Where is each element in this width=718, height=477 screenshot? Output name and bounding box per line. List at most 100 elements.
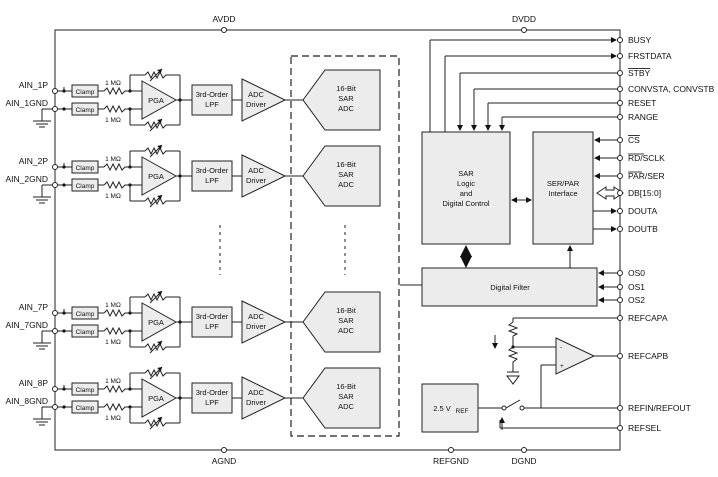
digital-filter-block: [421, 267, 598, 307]
convst-pin: [617, 86, 623, 92]
lpf-label: 3rd-Order: [196, 90, 229, 99]
channel-gnd-label: AIN_7GND: [5, 320, 48, 330]
adc-label: ADC: [338, 180, 354, 189]
adc-label: SAR: [338, 170, 354, 179]
adc-label: SAR: [338, 316, 354, 325]
clamp-label: Clamp: [76, 107, 95, 114]
os1-label: OS1: [628, 282, 645, 292]
frstdata-pin: [617, 53, 623, 59]
adc-group-border: [290, 55, 400, 437]
lpf-label: LPF: [205, 398, 219, 407]
os0-pin: [617, 270, 623, 276]
avdd-pin: [221, 27, 227, 33]
clamp-label: Clamp: [76, 387, 95, 394]
adc-label: 16-Bit: [336, 84, 357, 93]
adc-label: 16-Bit: [336, 160, 357, 169]
adc-label: SAR: [338, 94, 354, 103]
busy-pin: [617, 37, 623, 43]
rd-pin: [617, 155, 623, 161]
resistor-label: 1 MΩ: [105, 415, 121, 422]
lpf-label: LPF: [205, 100, 219, 109]
driver-label: Driver: [246, 176, 267, 185]
chip-outline: [54, 29, 621, 451]
adc-label: 16-Bit: [336, 382, 357, 391]
resistor-label: 1 MΩ: [105, 339, 121, 346]
agnd-pin: [221, 447, 227, 453]
avdd-label: AVDD: [213, 14, 236, 24]
lpf-label: 3rd-Order: [196, 388, 229, 397]
driver-label: Driver: [246, 100, 267, 109]
clamp-label: Clamp: [76, 183, 95, 190]
dgnd-pin: [521, 447, 527, 453]
vref-sub-label: REF: [456, 408, 469, 415]
refin-pin: [617, 405, 623, 411]
os1-pin: [617, 284, 623, 290]
doutb-pin: [617, 226, 623, 232]
channel-gnd-label: AIN_8GND: [5, 396, 48, 406]
vref-label: 2.5 V: [433, 404, 451, 413]
pga-label: PGA: [148, 394, 164, 403]
stby-pin: [617, 70, 623, 76]
clamp-label: Clamp: [76, 311, 95, 318]
dvdd-label: DVDD: [512, 14, 536, 24]
channel-p-label: AIN_7P: [19, 302, 49, 312]
convst-label: CONVSTA, CONVSTB: [628, 84, 715, 94]
reset-pin: [617, 100, 623, 106]
switch-node: [501, 405, 507, 411]
ser-line1: SER/PAR: [547, 179, 580, 188]
os0-label: OS0: [628, 268, 645, 278]
refgnd-label: REFGND: [433, 456, 469, 466]
lpf-label: 3rd-Order: [196, 166, 229, 175]
sar-line1: SAR: [458, 169, 474, 178]
refcapa-pin: [617, 315, 623, 321]
switch-node-2: [519, 405, 525, 411]
channel-p-label: AIN_1P: [19, 80, 49, 90]
lpf-label: 3rd-Order: [196, 312, 229, 321]
parser-label: PAR/SER: [628, 171, 665, 181]
refcapb-pin: [617, 353, 623, 359]
resistor-label: 1 MΩ: [105, 193, 121, 200]
cs-pin: [617, 137, 623, 143]
ref-buffer-minus: -: [560, 344, 562, 351]
clamp-label: Clamp: [76, 89, 95, 96]
dgnd-label: DGND: [511, 456, 536, 466]
dvdd-pin: [521, 27, 527, 33]
parser-pin: [617, 173, 623, 179]
stby-label: STBY: [628, 68, 651, 78]
cs-label: CS: [628, 135, 640, 145]
db-pin: [617, 190, 623, 196]
agnd-label: AGND: [212, 456, 237, 466]
resistor-label: 1 MΩ: [105, 302, 121, 309]
resistor-label: 1 MΩ: [105, 156, 121, 163]
lpf-label: LPF: [205, 176, 219, 185]
resistor-label: 1 MΩ: [105, 80, 121, 87]
sar-line2: Logic: [457, 179, 475, 188]
adc-label: SAR: [338, 392, 354, 401]
adc-label: ADC: [338, 104, 354, 113]
range-pin: [617, 114, 623, 120]
driver-label: Driver: [246, 398, 267, 407]
busy-label: BUSY: [628, 35, 651, 45]
adc-label: ADC: [338, 402, 354, 411]
clamp-label: Clamp: [76, 405, 95, 412]
refin-label: REFIN/REFOUT: [628, 403, 691, 413]
frstdata-label: FRSTDATA: [628, 51, 672, 61]
pga-label: PGA: [148, 96, 164, 105]
driver-label: ADC: [248, 312, 264, 321]
ser-par-block: [532, 131, 594, 245]
adc-label: 16-Bit: [336, 306, 357, 315]
douta-pin: [617, 208, 623, 214]
channel-gnd-label: AIN_1GND: [5, 98, 48, 108]
os2-pin: [617, 297, 623, 303]
refsel-pin: [617, 425, 623, 431]
refcapb-label: REFCAPB: [628, 351, 668, 361]
driver-label: Driver: [246, 322, 267, 331]
sar-line4: Digital Control: [442, 199, 489, 208]
ser-line2: Interface: [548, 189, 577, 198]
clamp-label: Clamp: [76, 329, 95, 336]
pga-label: PGA: [148, 172, 164, 181]
clamp-label: Clamp: [76, 165, 95, 172]
